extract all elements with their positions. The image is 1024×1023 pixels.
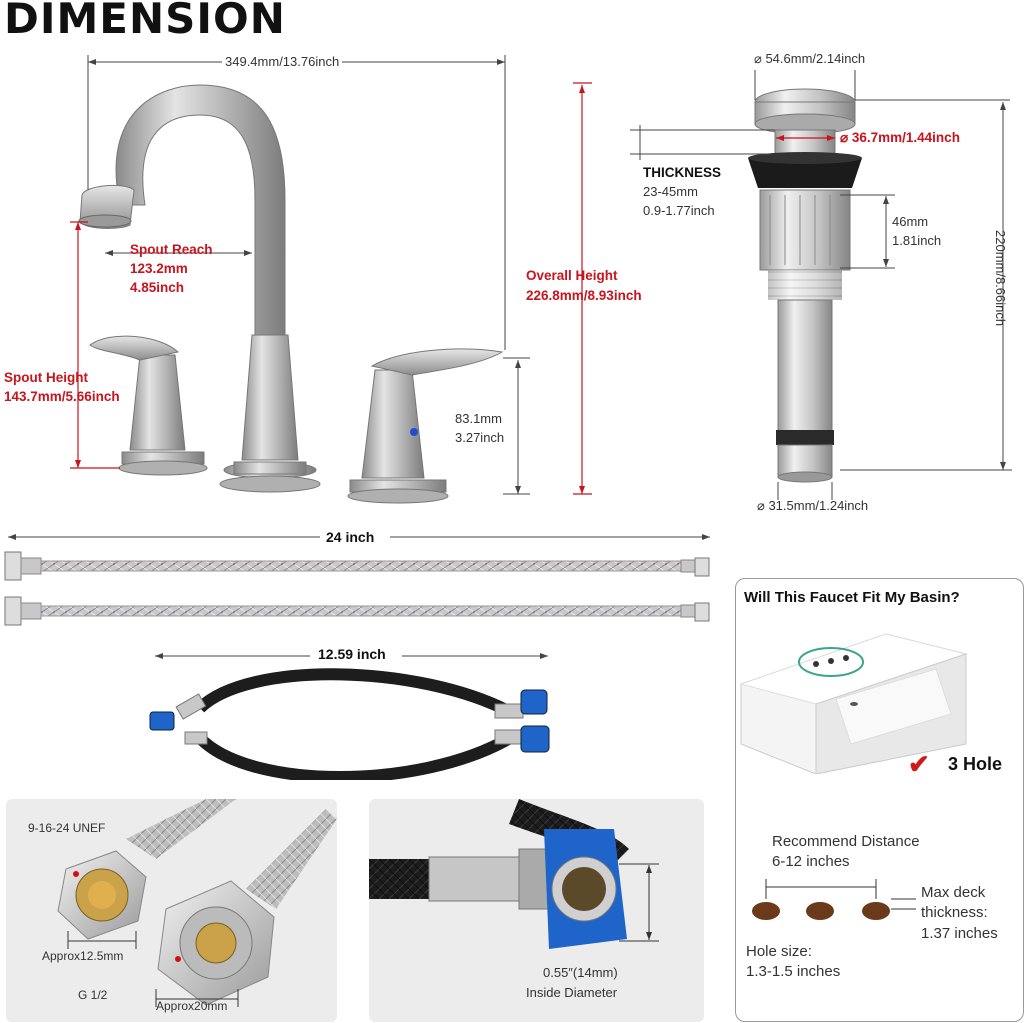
connector-detail-drawing [369, 799, 659, 949]
fitting-detail-drawing [57, 799, 337, 1007]
deck-value: 1.37 inches [921, 925, 998, 942]
recommend-title: Recommend Distance [772, 833, 920, 850]
deck-sub: thickness: [921, 904, 988, 921]
page-title: DIMENSION [4, 0, 286, 43]
hole-size-value: 1.3-1.5 inches [746, 963, 841, 980]
connector-detail-photo: 0.55″(14mm) Inside Diameter [369, 799, 704, 1022]
overall-height-title: Overall Height [526, 268, 618, 283]
drain-total-height: 220mm/8.66inch [993, 230, 1008, 327]
handle-height-mm: 83.1mm [455, 411, 502, 426]
thread-g-label: G 1/2 [78, 988, 108, 1002]
checkmark-icon: ✔ [908, 749, 930, 779]
connector-hose-length: 12.59 inch [318, 646, 386, 662]
drain-bottom-diameter: ⌀ 31.5mm/1.24inch [757, 498, 869, 513]
hole-size-title: Hole size: [746, 943, 812, 960]
drain-inner-diameter: ⌀ 36.7mm/1.44inch [840, 130, 960, 145]
overall-height-value: 226.8mm/8.93inch [526, 288, 642, 303]
drain-illustration [630, 70, 1012, 500]
hole-count-label: 3 Hole [948, 754, 1003, 774]
spout-reach-mm: 123.2mm [130, 261, 188, 276]
deck-title: Max deck [921, 884, 986, 901]
spout-reach-title: Spout Reach [130, 242, 213, 257]
inside-diameter-value: 0.55″(14mm) [543, 965, 618, 980]
fit-panel-title: Will This Faucet Fit My Basin? [744, 589, 960, 606]
thread-mm: 46mm [892, 214, 929, 229]
basin-fit-panel: Will This Faucet Fit My Basin? ✔ 3 Hole … [735, 578, 1024, 1022]
faucet-spout [115, 84, 286, 336]
hole-diagram [752, 879, 916, 920]
thread-spec-label: 9-16-24 UNEF [28, 821, 106, 835]
thickness-mm: 23-45mm [643, 184, 698, 199]
thread-in: 1.81inch [892, 233, 942, 248]
drain-top-diameter: ⌀ 54.6mm/2.14inch [754, 51, 866, 66]
basin-illustration [739, 633, 968, 774]
spout-reach-in: 4.85inch [130, 280, 185, 295]
thickness-in: 0.9-1.77inch [643, 203, 715, 218]
spout-height-title: Spout Height [4, 370, 88, 385]
recommend-value: 6-12 inches [772, 853, 850, 870]
fitting-detail-photo: 9-16-24 UNEF Approx12.5mm G 1/2 Approx20… [6, 799, 337, 1022]
supply-hose-length: 24 inch [326, 529, 375, 545]
inside-diameter-caption: Inside Diameter [526, 985, 618, 1000]
thickness-title: THICKNESS [643, 165, 722, 180]
approx-small-label: Approx12.5mm [42, 949, 124, 963]
approx-large-label: Approx20mm [156, 999, 228, 1013]
faucet-width-label: 349.4mm/13.76inch [222, 54, 343, 69]
handle-height-in: 3.27inch [455, 430, 505, 445]
faucet-illustration [70, 55, 592, 504]
spout-height-value: 143.7mm/5.66inch [4, 389, 120, 404]
hoses-illustration [4, 534, 710, 780]
